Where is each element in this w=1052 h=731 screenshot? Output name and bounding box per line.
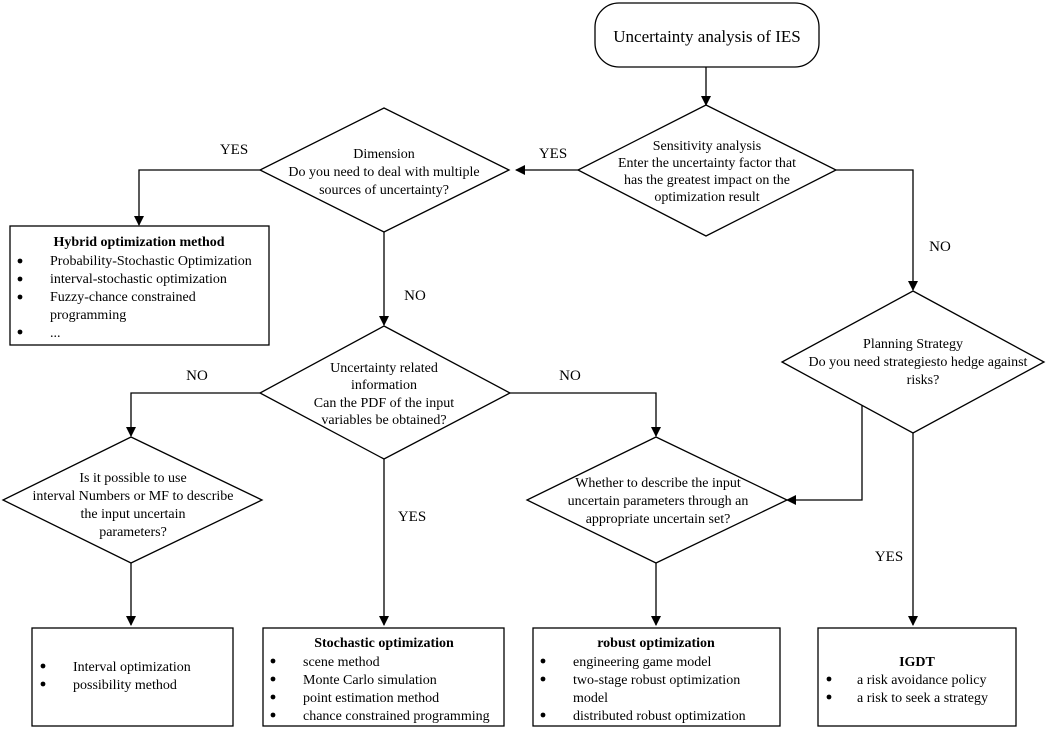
bullet-icon [270,712,276,718]
dimension-diamond [258,107,511,233]
hybrid-box: Hybrid optimization method Probability-S… [9,225,270,346]
robust-item: distributed robust optimization [573,709,746,724]
dimension-line: Do you need to deal with multiple [288,165,479,180]
interval-box-item: Interval optimization [73,660,191,675]
arrow-dimension-yes [134,169,260,226]
dimension-line: Dimension [353,147,414,162]
arrow-info-no-left [126,392,260,437]
planning-line: Planning Strategy [863,337,963,352]
uncertainty-info-line: Can the PDF of the input [314,396,454,411]
bullet-icon [540,676,546,682]
stochastic-box: Stochastic optimization scene method Mon… [262,627,505,727]
igdt-box: IGDT a risk avoidance policy a risk to s… [817,627,1017,727]
sensitivity-decision: Sensitivity analysis Enter the uncertain… [576,104,838,237]
planning-diamond [780,290,1046,434]
interval-line: parameters? [99,525,167,540]
bullet-icon [540,658,546,664]
bullet-icon [17,329,23,335]
interval-line: Is it possible to use [79,471,186,486]
stochastic-box-shape [262,627,505,727]
igdt-item: a risk to seek a strategy [857,691,988,706]
uncertainty-info-line: Uncertainty related [330,361,438,376]
label-sensitivity-no: NO [929,239,951,255]
igdt-title: IGDT [899,655,935,670]
start-node-label: Uncertainty analysis of IES [613,27,800,46]
stochastic-title: Stochastic optimization [314,636,454,651]
robust-box: robust optimization engineering game mod… [532,627,781,727]
interval-line: interval Numbers or MF to describe [32,489,233,504]
sensitivity-line: has the greatest impact on the [624,173,790,188]
dimension-line: sources of uncertainty? [319,183,449,198]
bullet-icon [17,294,23,300]
arrow-planning-to-uncertain-set [786,398,863,505]
interval-diamond [1,436,264,564]
bullet-icon [270,658,276,664]
bullet-icon [17,258,23,264]
sensitivity-line: optimization result [654,190,759,205]
robust-item: two-stage robust optimization [573,673,740,688]
stochastic-item: point estimation method [303,691,439,706]
uncertainty-info-decision: Uncertainty related information Can the … [258,325,512,460]
bullet-icon [826,676,832,682]
bullet-icon [826,694,832,700]
bullet-icon [540,712,546,718]
igdt-box-shape [817,627,1017,727]
label-info-no-right: NO [559,368,581,384]
robust-item: model [573,691,608,706]
uncertain-set-diamond [525,436,789,564]
label-planning-yes: YES [875,549,903,565]
start-node: Uncertainty analysis of IES [594,2,820,68]
planning-line: risks? [907,373,940,388]
planning-decision: Planning Strategy Do you need strategies… [780,290,1046,434]
uncertainty-info-line: information [351,378,417,393]
label-sensitivity-yes: YES [539,146,567,162]
edge-labels: YES NO YES NO NO NO YES YES [186,142,951,565]
sensitivity-diamond [576,104,838,237]
robust-title: robust optimization [597,636,715,651]
label-dimension-yes: YES [220,142,248,158]
hybrid-item: ... [50,326,61,341]
interval-box: Interval optimization possibility method [31,627,234,727]
hybrid-item: Probability-Stochastic Optimization [50,254,252,269]
interval-box-shape [31,627,234,727]
stochastic-item: chance constrained programming [303,709,490,724]
dimension-decision: Dimension Do you need to deal with multi… [258,107,511,233]
sensitivity-line: Sensitivity analysis [653,139,762,154]
bullet-icon [40,681,46,687]
robust-item: engineering game model [573,655,712,670]
bullet-icon [40,663,46,669]
robust-box-shape [532,627,781,727]
hybrid-title: Hybrid optimization method [53,235,224,250]
bullet-icon [270,676,276,682]
uncertainty-info-diamond [258,325,512,460]
uncertain-set-line: appropriate uncertain set? [586,512,731,527]
label-dimension-no: NO [404,288,426,304]
uncertain-set-decision: Whether to describe the input uncertain … [525,436,789,564]
hybrid-box-shape [9,225,270,346]
sensitivity-line: Enter the uncertainty factor that [618,156,796,171]
arrow-sensitivity-no [836,169,918,291]
interval-decision: Is it possible to use interval Numbers o… [1,436,264,564]
interval-box-item: possibility method [73,678,177,693]
stochastic-item: scene method [303,655,380,670]
interval-line: the input uncertain [81,507,186,522]
planning-line: Do you need strategiesto hedge against [809,355,1028,370]
label-info-no-left: NO [186,368,208,384]
label-info-yes: YES [398,509,426,525]
bullet-icon [17,276,23,282]
arrow-info-no-right [510,392,661,437]
hybrid-item: interval-stochastic optimization [50,272,227,287]
hybrid-item: programming [50,308,126,323]
start-node-shape [594,2,820,68]
stochastic-item: Monte Carlo simulation [303,673,437,688]
uncertain-set-line: Whether to describe the input [575,476,741,491]
hybrid-item: Fuzzy-chance constrained [50,290,196,305]
connectors [126,67,918,626]
uncertainty-info-line: variables be obtained? [321,413,446,428]
igdt-item: a risk avoidance policy [857,673,986,688]
bullet-icon [270,694,276,700]
uncertain-set-line: uncertain parameters through an [568,494,749,509]
